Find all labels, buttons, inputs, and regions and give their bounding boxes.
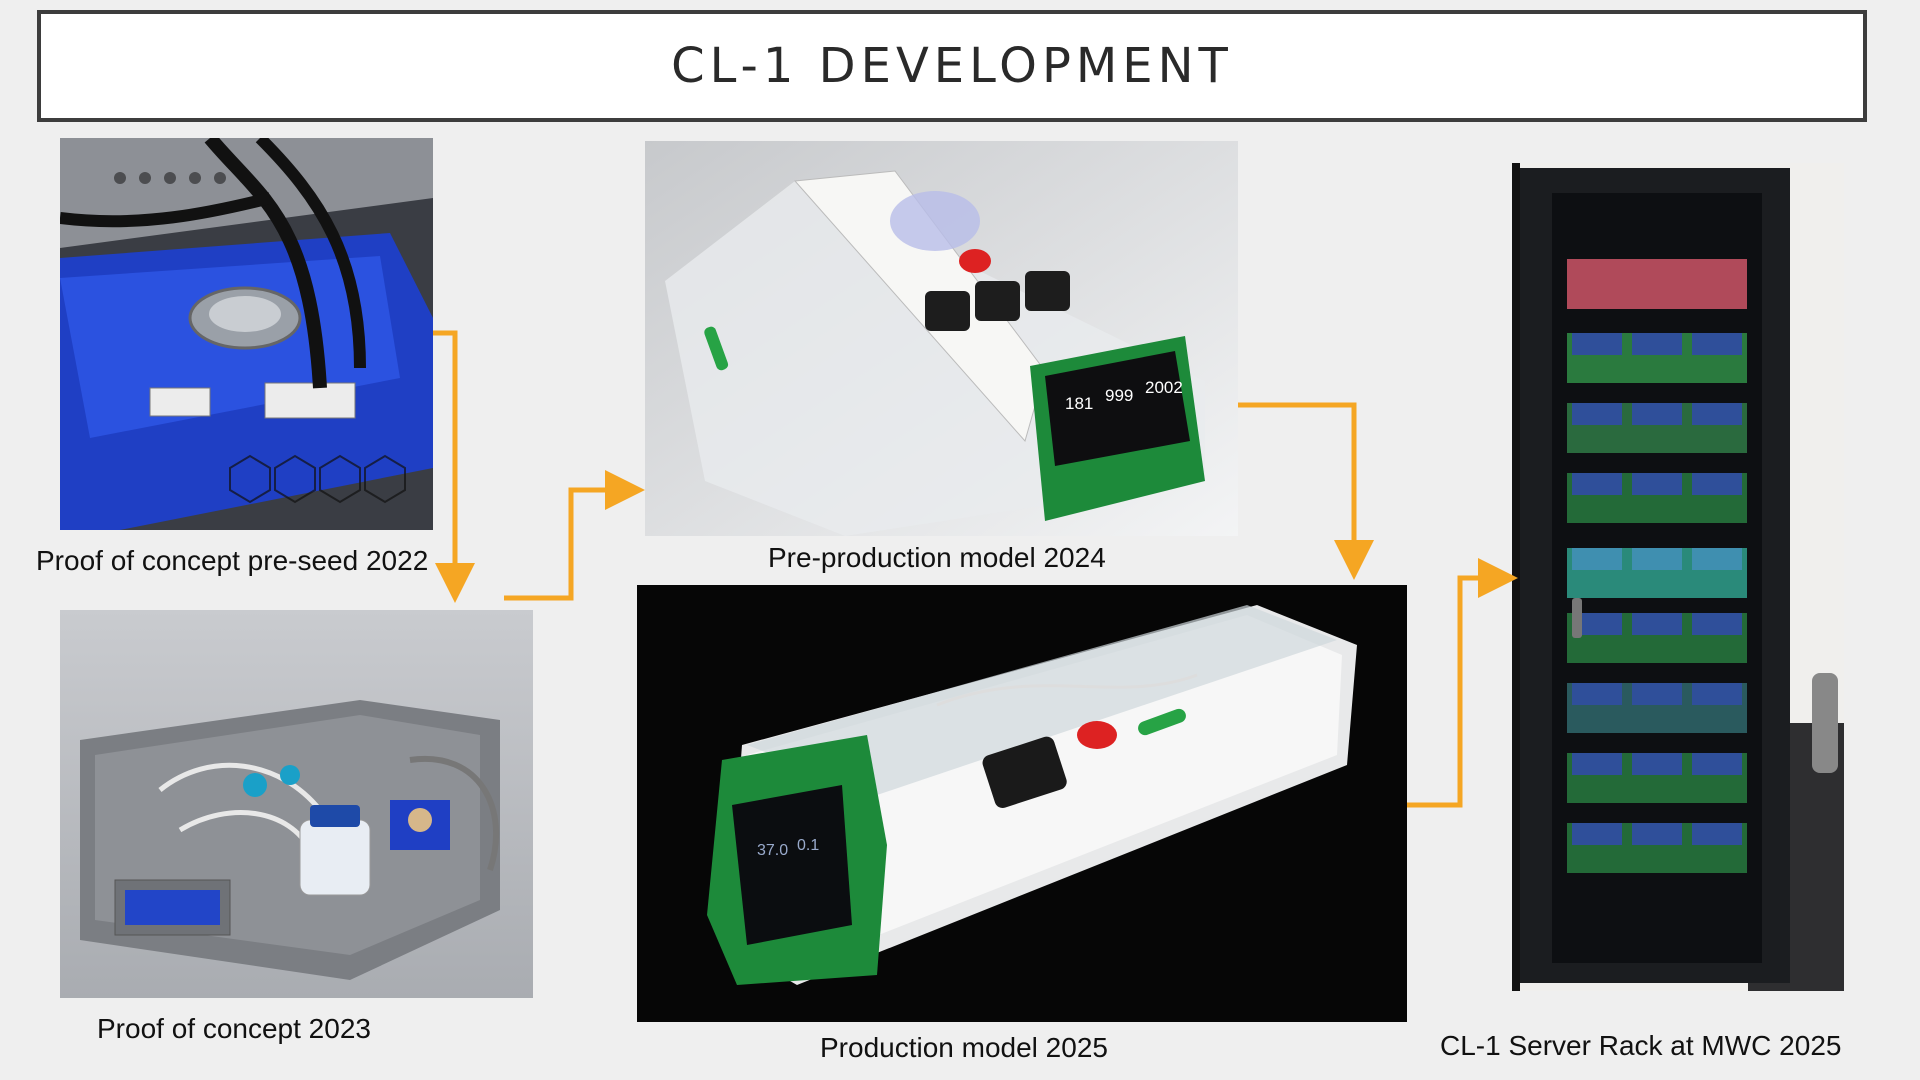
caption-proof-of-concept-2022: Proof of concept pre-seed 2022 [36,545,429,576]
caption-production-2025: Production model 2025 [820,1032,1108,1063]
arrow-connector-3 [1238,402,1374,580]
photo-proof-of-concept-2023 [60,610,533,998]
readout-flow: 0.1 [797,837,819,854]
arrow-connector-4 [1407,558,1518,808]
server-rack-image [1512,163,1844,991]
readout-temp: 37.0 [757,842,788,859]
caption-preproduction-2024: Pre-production model 2024 [768,542,1106,573]
page-title: CL-1 DEVELOPMENT [671,38,1233,94]
production-device-image: 37.0 0.1 [637,585,1407,1022]
readout-1: 181 [1065,394,1093,413]
readout-3: 2002 [1145,378,1183,397]
caption-proof-of-concept-2023: Proof of concept 2023 [97,1013,371,1044]
photo-server-rack-mwc-2025 [1512,163,1844,991]
photo-production-2025: 37.0 0.1 [637,585,1407,1022]
photo-proof-of-concept-2022 [60,138,433,530]
caption-server-rack-mwc-2025: CL-1 Server Rack at MWC 2025 [1440,1030,1842,1061]
arrow-connector-2 [504,470,645,601]
grey-enclosure-image [60,610,533,998]
prototype-board-image [60,138,433,530]
title-box: CL-1 DEVELOPMENT [37,10,1867,122]
photo-preproduction-2024: 181 999 2002 [645,141,1238,536]
readout-2: 999 [1105,386,1133,405]
arrow-connector-1 [433,330,475,603]
preproduction-device-image: 181 999 2002 [645,141,1238,536]
